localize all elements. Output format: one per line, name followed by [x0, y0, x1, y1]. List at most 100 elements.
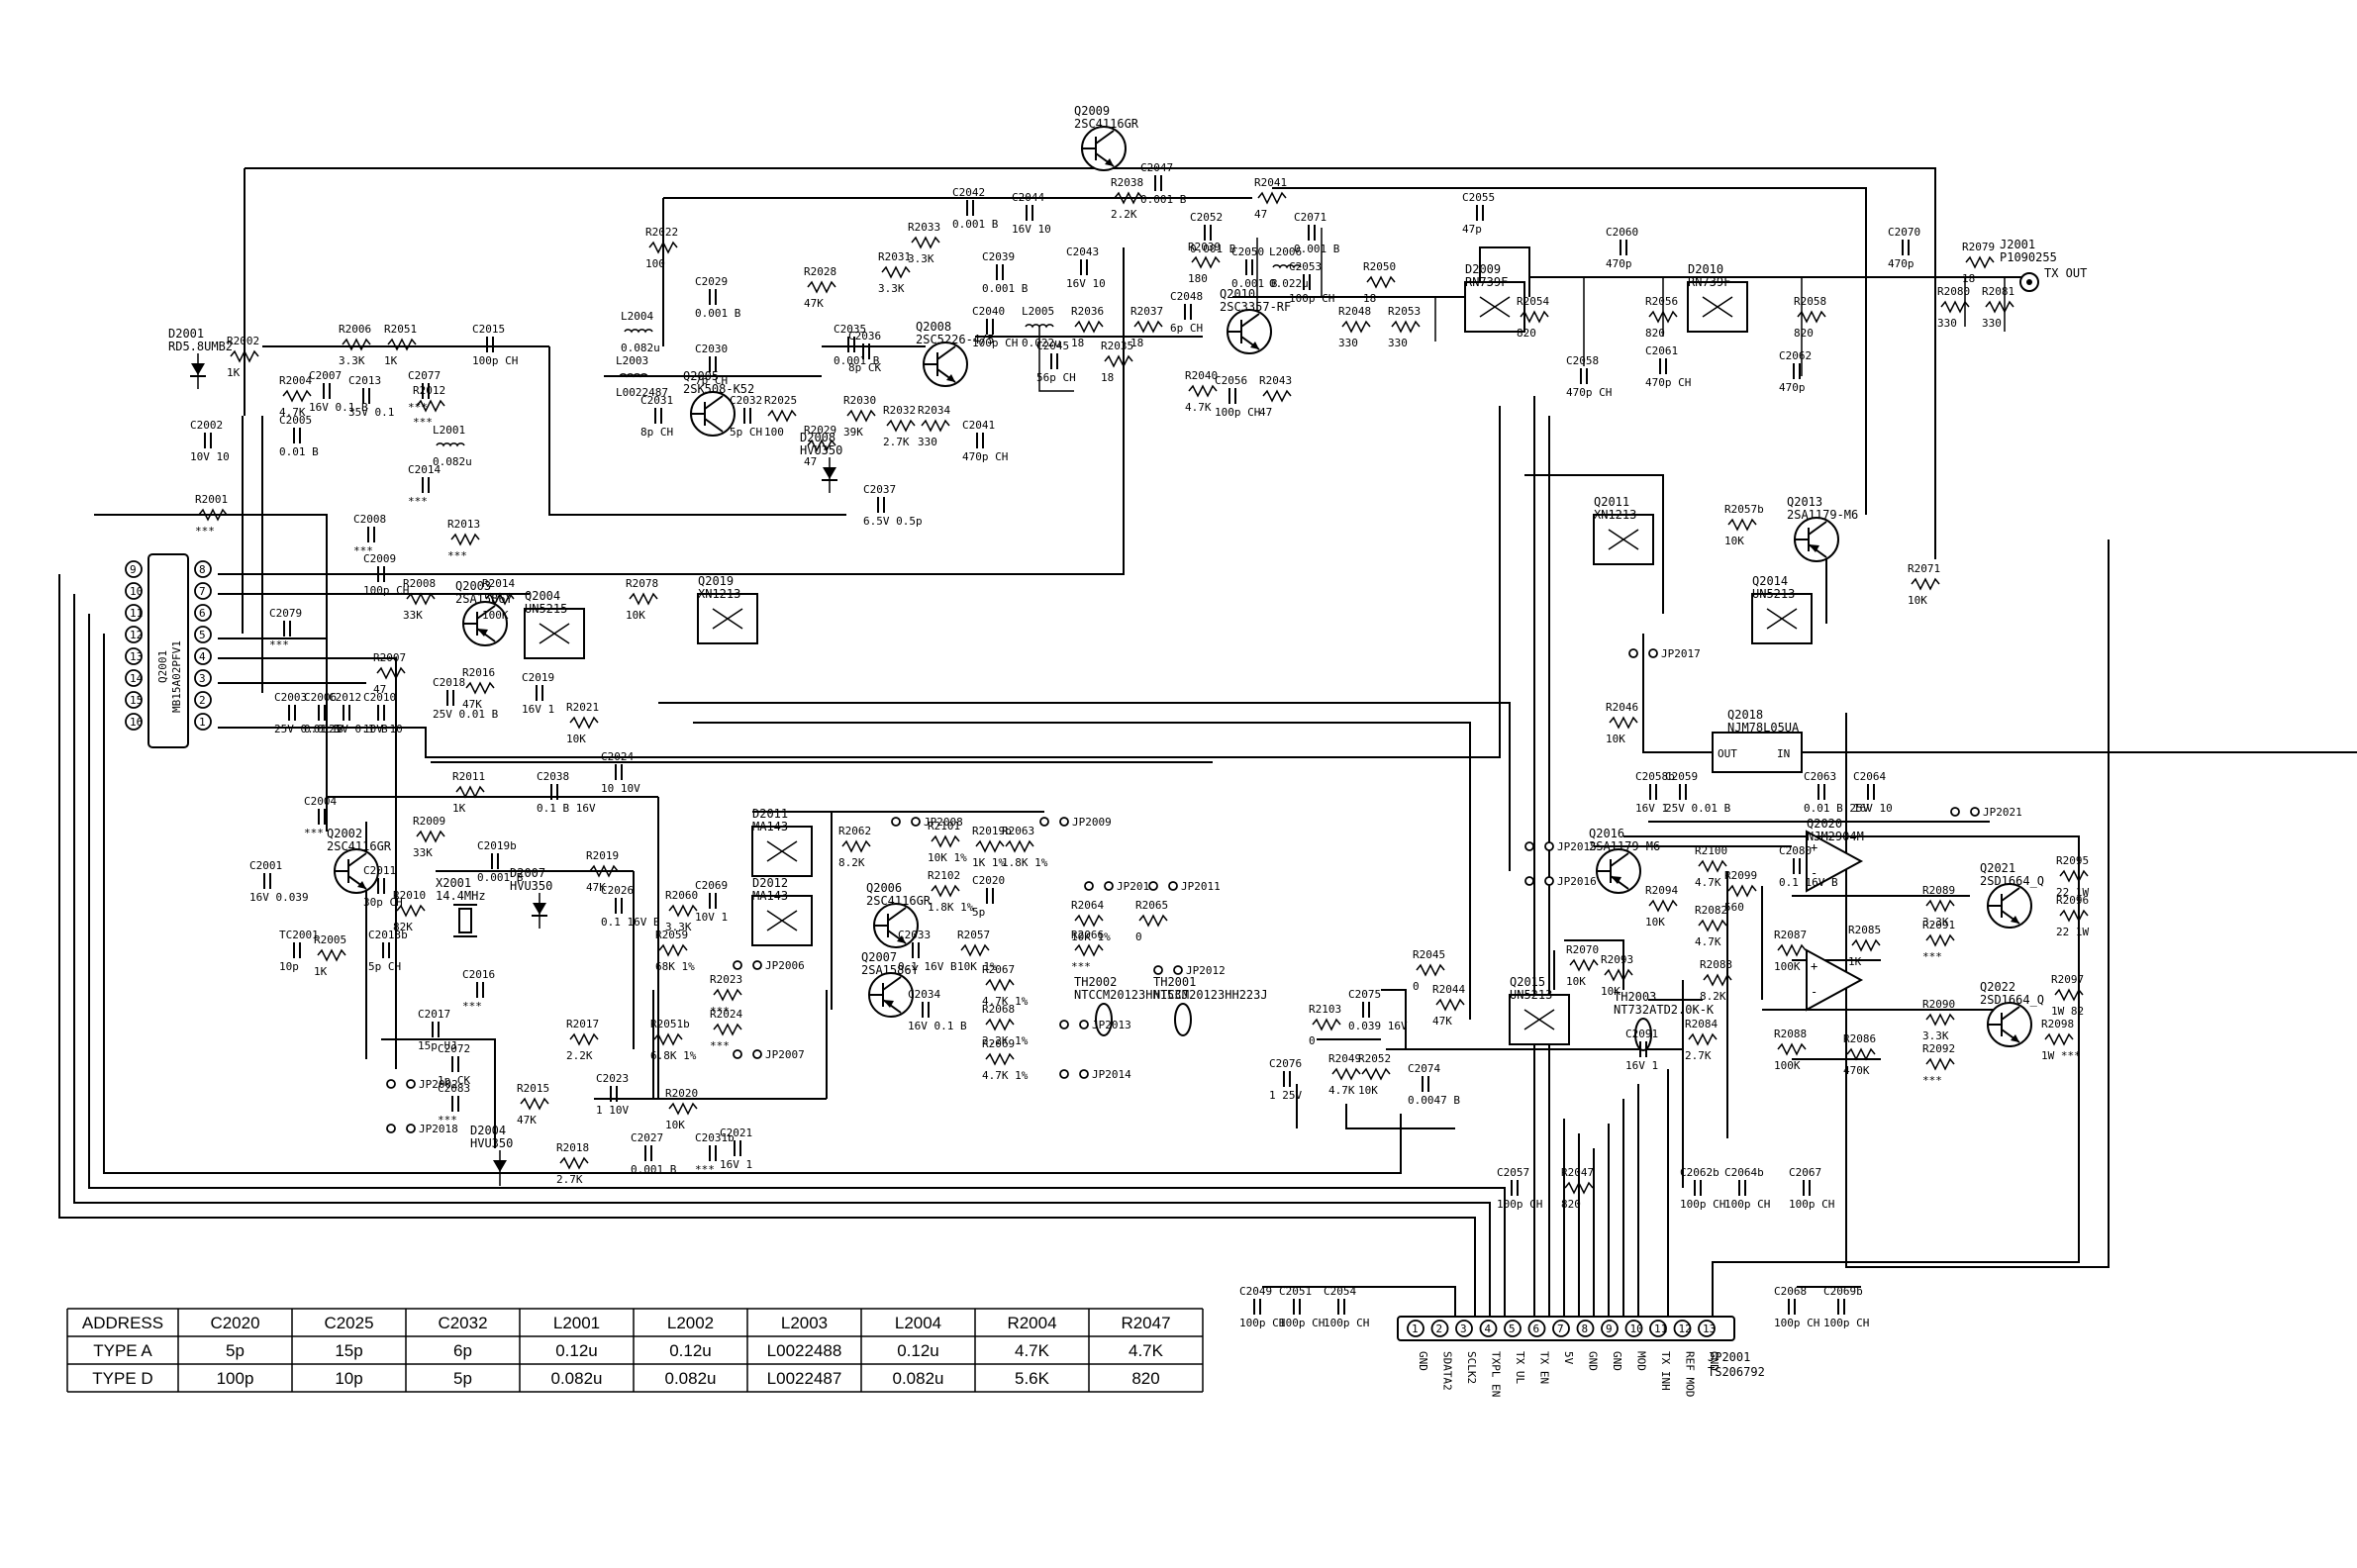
passive-ref: R2102 — [928, 869, 960, 882]
passive-value: 1K 1% — [972, 856, 1005, 869]
passive-ref: R2057b — [1724, 503, 1764, 516]
jumper-ref: JP2007 — [765, 1048, 805, 1061]
passive-value: 4.7K 1% — [982, 995, 1029, 1008]
part-value: HVU350 — [800, 443, 842, 457]
table-cell-text: 100p — [217, 1369, 254, 1388]
passive-ref: R2025 — [764, 394, 797, 407]
passive-value: *** — [462, 1000, 482, 1013]
passive-ref: C2042 — [952, 186, 985, 199]
table-cell-text: L0022487 — [767, 1369, 842, 1388]
passive-ref: R2080 — [1937, 285, 1970, 298]
part-ref: Q2022 — [1980, 980, 2015, 994]
passive-value: 470p CH — [1566, 386, 1612, 399]
part-ref: X2001 — [436, 876, 471, 890]
passive-ref: C2013 — [348, 374, 381, 387]
passive-ref: R2062 — [838, 825, 871, 837]
passive-value: 10K — [626, 609, 645, 622]
passive-value: *** — [353, 544, 373, 557]
ic-pin-right: 7 — [194, 582, 212, 600]
passive-value: 47 — [1254, 208, 1267, 221]
jumper-ref: JP2015 — [1557, 840, 1597, 853]
passive-ref: R2070 — [1566, 943, 1599, 956]
connector-pin: 5TX UL — [1504, 1320, 1526, 1384]
passive-ref: R2016 — [462, 666, 495, 679]
table-header-cell: R2004 — [1007, 1314, 1056, 1332]
connector-pin-number: 13 — [1703, 1323, 1716, 1335]
components-layer: Q20092SC4116GRQ20102SC3357-RFQ20082SC522… — [168, 104, 2057, 1186]
ic-pin-left: 11 — [125, 604, 143, 622]
passive-r2023: R2023*** — [710, 973, 742, 1018]
table-cell-text: L0022488 — [767, 1341, 842, 1360]
part-value: 2SA1586Y — [861, 963, 920, 977]
passive-ref: R2078 — [626, 577, 658, 590]
part-ref: TH2002 — [1074, 975, 1117, 989]
passive-value: 2.7K — [883, 436, 910, 448]
jumper-ref: JP2002 — [419, 1078, 458, 1091]
passive-value: L0022487 — [616, 386, 668, 399]
passive-ref: R2101 — [928, 820, 960, 833]
jumper-jp2002: JP2002 — [386, 1078, 458, 1091]
table-cell-text: TYPE D — [92, 1369, 152, 1388]
passive-value: 10K — [1645, 916, 1665, 929]
passive-ref: C2061 — [1645, 344, 1678, 357]
passive-value: 0.001 B — [695, 307, 741, 320]
passive-value: 16V 1 — [522, 703, 554, 716]
passive-ref: R2028 — [804, 265, 836, 278]
passive-value: 100 — [645, 257, 665, 270]
passive-ref: R2024 — [710, 1008, 742, 1021]
passive-ref: R2091 — [1922, 919, 1955, 931]
passive-value: 25V 0.01 B — [1665, 802, 1731, 815]
passive-value: 47 — [804, 455, 817, 468]
table-header-cell: L2001 — [553, 1314, 600, 1332]
passive-c2083: C2083*** — [438, 1082, 470, 1127]
ic-pin-right: 3 — [194, 669, 212, 687]
ic-pin-right: 2 — [194, 691, 212, 709]
part-ref: D2001 — [168, 327, 204, 341]
table-cell-text: 10p — [335, 1369, 362, 1388]
part-value: 2SA1179-M6 — [1787, 508, 1858, 522]
part-value: 2SD1664_Q — [1980, 993, 2044, 1007]
passive-value: 0.1 16V B — [601, 916, 660, 929]
table-cell: 5p — [226, 1341, 245, 1360]
passive-ref: C2026 — [601, 884, 634, 897]
jumper-ref: JP2017 — [1661, 647, 1701, 660]
connector-pin-signal: REF MOD — [1684, 1351, 1697, 1397]
passive-value: 0.001 B — [982, 282, 1029, 295]
passive-value: 18 — [1071, 337, 1084, 349]
passive-value: 0.022u — [1269, 277, 1309, 290]
table-cell: 0.12u — [555, 1341, 598, 1360]
passive-value: 47K — [1432, 1015, 1452, 1028]
passive-r2024: R2024*** — [710, 1008, 742, 1052]
passive-ref: R2058 — [1794, 295, 1826, 308]
